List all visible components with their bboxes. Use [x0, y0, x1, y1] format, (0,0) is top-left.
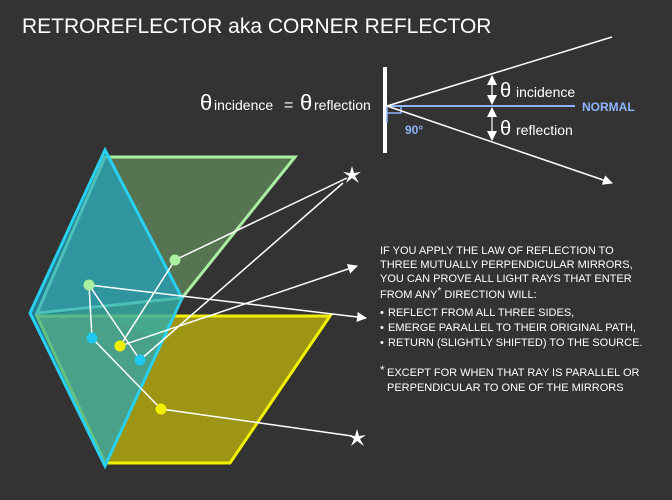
theta-reflection-label: reflection	[516, 122, 573, 138]
footnote-asterisk: *	[380, 363, 385, 377]
theta-reflection-symbol: θ	[500, 118, 511, 140]
equation-theta-2: θ	[300, 90, 312, 115]
bullet-2-marker: •	[380, 322, 384, 334]
light-source-bottom-icon	[348, 429, 366, 446]
intro-line-3: YOU CAN PROVE ALL LIGHT RAYS THAT ENTER	[380, 273, 632, 285]
bullet-1-marker: •	[380, 307, 384, 319]
right-angle-label: 90°	[405, 123, 423, 137]
reflected-ray	[386, 105, 613, 185]
ray-2-out	[88, 284, 367, 322]
explanation: IF YOU APPLY THE LAW OF REFLECTION TO TH…	[380, 245, 642, 394]
reflection-point-cyan-1	[86, 332, 98, 344]
reflection-point-yellow-1	[114, 340, 126, 352]
reflection-equation: θ incidence = θ reflection	[200, 90, 371, 115]
corner-reflector	[28, 146, 367, 470]
reflection-point-yellow-2	[155, 403, 167, 415]
footnote-line-2: PERPENDICULAR TO ONE OF THE MIRRORS	[387, 382, 624, 394]
intro-line-2: THREE MUTUALLY PERPENDICULAR MIRRORS,	[380, 259, 633, 271]
theta-incidence-symbol: θ	[500, 80, 511, 102]
reflection-point-cyan-2	[134, 354, 146, 366]
ray-1-in	[174, 177, 348, 261]
theta-incidence-label: incidence	[516, 84, 575, 100]
ray-1-seg-b	[119, 264, 358, 347]
ray-3-seg	[88, 284, 141, 361]
ray-1-seg-a	[119, 259, 176, 347]
bullet-3-marker: •	[380, 337, 384, 349]
equation-theta-1: θ	[200, 90, 212, 115]
equation-incidence: incidence	[214, 97, 273, 113]
reflection-law-diagram: NORMAL 90° θ incidence θ reflection	[383, 36, 635, 185]
reflection-point-green-2	[83, 279, 95, 291]
ray-3-in	[139, 182, 344, 361]
ray-2-in	[160, 408, 353, 437]
reflection-point-green-1	[169, 254, 181, 266]
equation-equals: =	[284, 97, 293, 114]
light-source-top-icon	[343, 166, 361, 183]
bullet-3: RETURN (SLIGHTLY SHIFTED) TO THE SOURCE.	[388, 337, 642, 349]
footnote-line-1: EXCEPT FOR WHEN THAT RAY IS PARALLEL OR	[387, 367, 640, 379]
normal-label: NORMAL	[582, 100, 635, 114]
bullet-2: EMERGE PARALLEL TO THEIR ORIGINAL PATH,	[388, 322, 636, 334]
intro-line-4: FROM ANY* DIRECTION WILL:	[380, 286, 537, 301]
intro-line-1: IF YOU APPLY THE LAW OF REFLECTION TO	[380, 245, 614, 257]
cyan-mirror-overlap	[37, 298, 182, 340]
bullet-1: REFLECT FROM ALL THREE SIDES,	[388, 307, 574, 319]
ray-2-seg-b	[88, 284, 93, 339]
ray-2-seg-a	[91, 337, 162, 410]
title: RETROREFLECTOR aka CORNER REFLECTOR	[22, 15, 491, 38]
incident-ray	[386, 36, 613, 107]
equation-reflection: reflection	[314, 97, 371, 113]
right-angle-marker	[387, 106, 402, 114]
